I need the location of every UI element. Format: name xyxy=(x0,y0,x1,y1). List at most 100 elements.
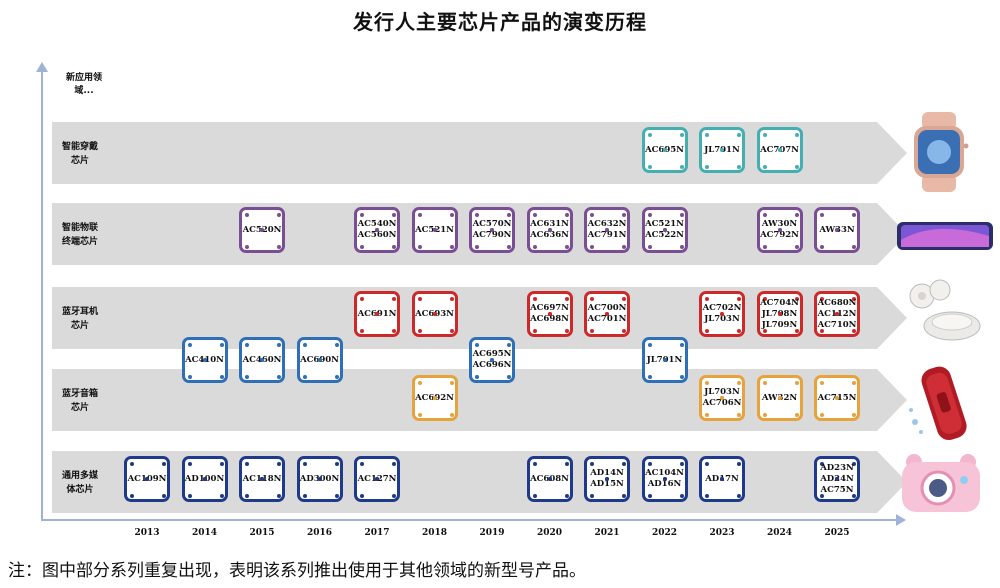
chip-box: AC704N JL708N JL709N xyxy=(756,291,803,337)
y-axis-arrow xyxy=(36,62,48,72)
chip-model-label: AC460N xyxy=(242,354,282,365)
chip-box: AD17N xyxy=(699,456,745,502)
earbuds-icon xyxy=(909,279,981,341)
chip-model-label: JL703N AC706N xyxy=(702,387,742,408)
chip-box: AD14N AD15N xyxy=(584,456,630,502)
x-axis-arrow xyxy=(896,514,906,526)
chip-model-label: AW30N AC792N xyxy=(760,219,799,240)
chip-box: AC521N xyxy=(411,207,458,253)
year-tick-label: 2024 xyxy=(766,528,793,538)
row-label: 通用多媒 体芯片 xyxy=(61,471,98,495)
new-field-label: 新应用领 域... xyxy=(65,73,102,96)
chip-box: AC680N AC112N AC710N xyxy=(814,291,860,337)
chip-model-label: AD300N xyxy=(299,473,340,484)
band-arrow xyxy=(52,287,907,349)
chip-model-label: AC104N AD16N xyxy=(645,468,684,489)
chip-box: AC690N xyxy=(296,337,343,383)
year-tick-label: 2020 xyxy=(536,528,563,538)
chip-box: AC570N AC790N xyxy=(469,207,515,253)
year-tick-label: 2021 xyxy=(594,528,620,538)
chip-model-label: AC700N AC701N xyxy=(587,303,627,324)
year-tick-label: 2017 xyxy=(364,528,390,538)
chip-model-label: AC570N AC790N xyxy=(472,219,512,240)
chip-model-label: AC704N JL708N JL709N xyxy=(760,297,799,330)
page-title: 发行人主要芯片产品的演变历程 xyxy=(353,10,647,34)
chip-model-label: AC690N xyxy=(300,354,339,365)
chip-box: AC460N xyxy=(239,337,285,383)
chip-model-label: AC693N xyxy=(415,308,454,319)
row-label: 蓝牙音箱 芯片 xyxy=(61,389,98,413)
chip-box: AC109N xyxy=(124,456,170,502)
chip-model-label: AC540N AC560N xyxy=(357,219,397,240)
chip-model-label: AC127N xyxy=(357,473,397,484)
chip-box: AD100N xyxy=(181,456,228,502)
chip-box: AC632N AC791N xyxy=(584,207,630,253)
footnote: 注：图中部分系列重复出现，表明该系列推出使用于其他领域的新型号产品。 xyxy=(8,561,586,581)
chip-box: AC520N xyxy=(239,207,285,253)
chip-box: AC127N xyxy=(354,456,400,502)
category-band xyxy=(52,369,912,431)
y-axis xyxy=(41,68,43,520)
chip-box: AC695N xyxy=(641,127,688,173)
chip-model-label: JL701N xyxy=(704,144,740,155)
chip-box: AD300N xyxy=(296,456,343,502)
row-label: 蓝牙耳机 芯片 xyxy=(61,307,98,331)
chip-model-label: AC608N xyxy=(530,473,569,484)
chip-box: JL701N xyxy=(699,127,745,173)
chip-model-label: AC521N AC522N xyxy=(645,219,684,240)
band-arrow xyxy=(52,122,907,184)
chip-model-label: AC520N xyxy=(242,224,282,235)
band-arrow xyxy=(52,369,907,431)
chip-model-label: AC109N xyxy=(127,473,167,484)
kids-camera-icon xyxy=(902,454,980,512)
smartphone-icon xyxy=(897,222,993,250)
chip-model-label: AC695N AC696N xyxy=(472,349,512,370)
chip-model-label: AC691N xyxy=(357,308,397,319)
chip-model-label: AD23N AD24N AC75N xyxy=(820,462,854,495)
x-axis xyxy=(41,519,901,521)
chip-box: AD23N AD24N AC75N xyxy=(814,456,860,502)
chip-box: AC700N AC701N xyxy=(584,291,630,337)
chip-model-label: AC715N xyxy=(817,392,857,403)
year-tick-label: 2019 xyxy=(479,528,505,538)
speaker-icon xyxy=(909,366,967,441)
chip-box: JL703N AC706N xyxy=(699,375,745,421)
year-tick-label: 2013 xyxy=(134,528,160,538)
year-tick-label: 2018 xyxy=(421,528,448,538)
chip-model-label: JL701N xyxy=(646,354,683,365)
chip-model-label: AC695N xyxy=(645,144,684,155)
chip-model-label: AD14N AD15N xyxy=(590,468,624,489)
chip-model-label: AC118N xyxy=(242,473,282,484)
chip-model-label: AW33N xyxy=(819,224,855,235)
chip-model-label: AC410N xyxy=(185,354,224,365)
chip-box: JL701N xyxy=(641,337,688,383)
chip-model-label: AC707N xyxy=(760,144,799,155)
chip-box: AC702N JL703N xyxy=(699,291,745,337)
row-label: 智能物联 终端芯片 xyxy=(61,223,98,247)
chip-model-label: AD17N xyxy=(705,473,739,484)
chip-model-label: AD100N xyxy=(184,473,225,484)
year-tick-label: 2015 xyxy=(249,528,275,538)
chip-box: AC631N AC636N xyxy=(526,207,573,253)
chip-model-label: AC697N AC698N xyxy=(530,303,569,324)
chip-box: AC692N xyxy=(411,375,458,421)
year-tick-label: 2014 xyxy=(191,528,218,538)
chip-box: AW30N AC792N xyxy=(756,207,803,253)
chip-box: AW33N xyxy=(814,207,860,253)
year-tick-label: 2023 xyxy=(709,528,735,538)
chip-box: AC608N xyxy=(526,456,573,502)
category-band xyxy=(52,287,912,349)
chip-box: AC707N xyxy=(756,127,803,173)
chip-box: AC410N xyxy=(181,337,228,383)
chip-box: AC521N AC522N xyxy=(641,207,688,253)
chip-box: AW32N xyxy=(756,375,803,421)
chip-model-label: AC631N AC636N xyxy=(530,219,569,240)
chip-box: AC695N AC696N xyxy=(469,337,515,383)
chip-box: AC693N xyxy=(411,291,458,337)
chip-box: AC118N xyxy=(239,456,285,502)
year-tick-label: 2025 xyxy=(824,528,850,538)
year-tick-label: 2022 xyxy=(651,528,678,538)
year-tick-label: 2016 xyxy=(306,528,333,538)
category-band xyxy=(52,122,912,184)
smartwatch-icon xyxy=(914,112,969,192)
